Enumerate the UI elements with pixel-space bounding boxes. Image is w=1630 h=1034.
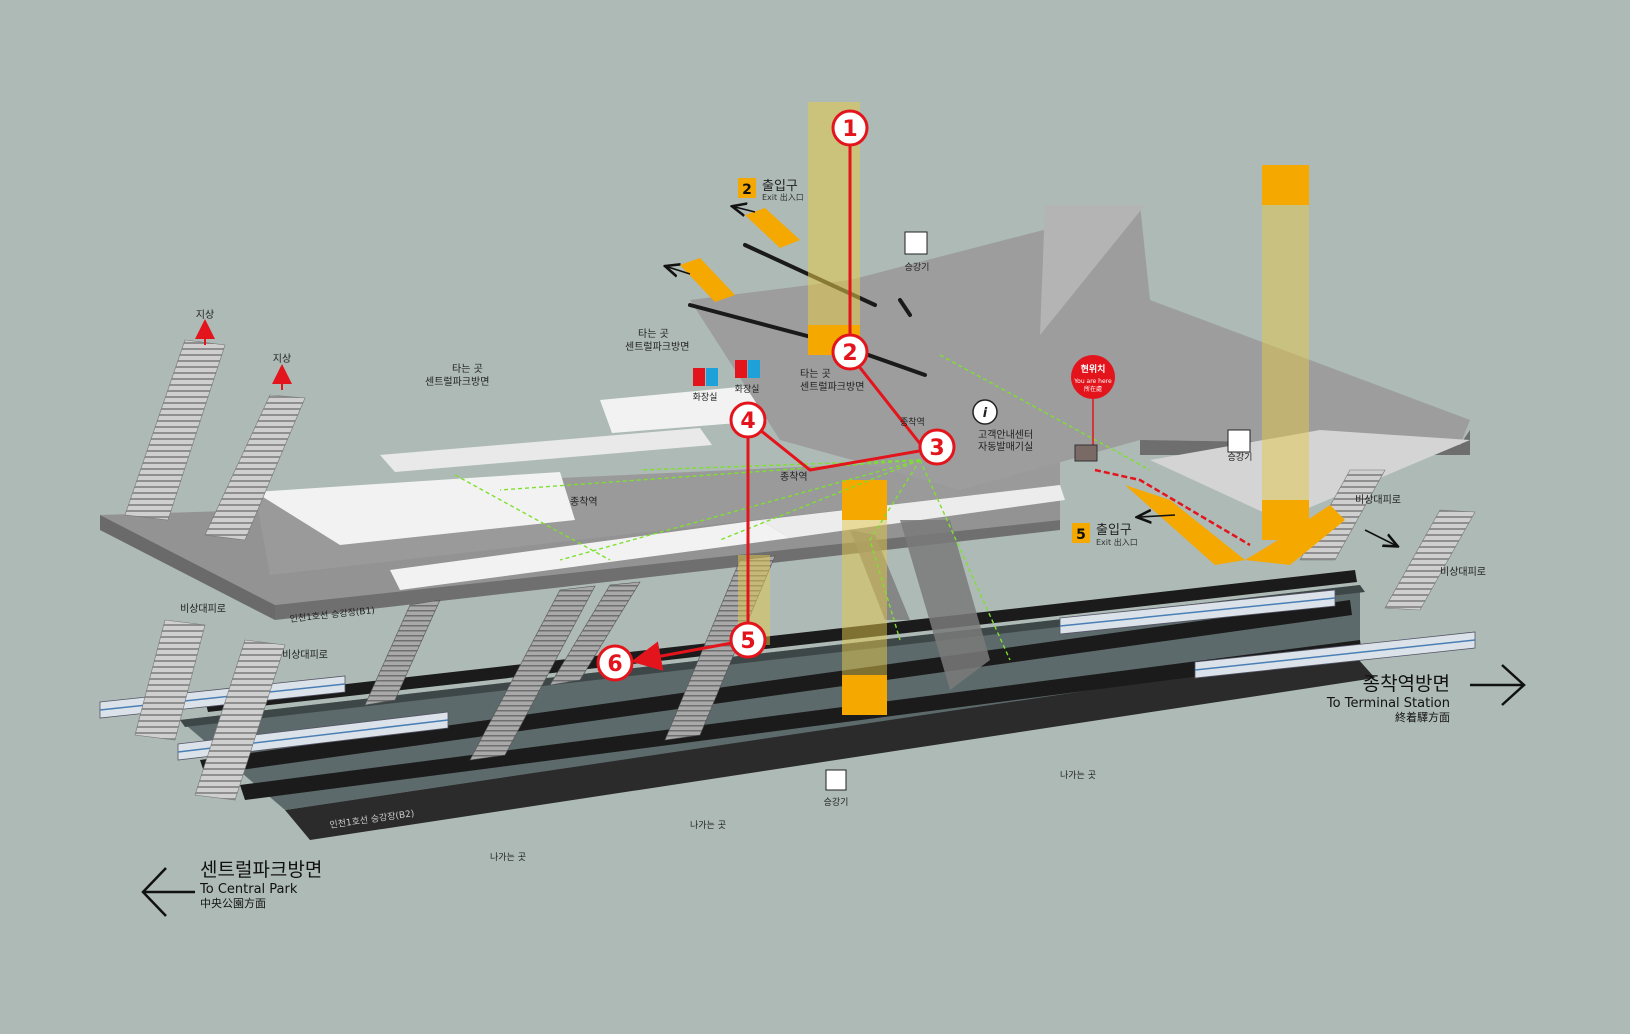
left-stairs — [124, 339, 306, 801]
svg-text:지상: 지상 — [196, 309, 214, 321]
train-right-upper — [1059, 589, 1336, 635]
svg-text:2: 2 — [742, 182, 752, 198]
svg-text:2: 2 — [842, 341, 857, 366]
svg-text:종착역: 종착역 — [780, 471, 808, 483]
svg-text:You are here: You are here — [1073, 378, 1112, 385]
svg-text:센트럴파크방면: 센트럴파크방면 — [200, 859, 322, 881]
toilet-signs: 화장실 화장실 — [693, 360, 760, 403]
svg-text:1: 1 — [842, 117, 857, 142]
green-paths — [454, 354, 1151, 661]
svg-text:Exit 出入口: Exit 出入口 — [762, 192, 804, 202]
svg-text:타는 곳: 타는 곳 — [638, 328, 669, 340]
elevator-shafts — [738, 102, 1309, 715]
route-step-2: 2 — [831, 333, 869, 371]
svg-text:비상대피로: 비상대피로 — [1355, 494, 1401, 506]
elevator-labels: 승강기 승강기 승강기 — [824, 231, 1253, 808]
svg-text:출입구: 출입구 — [762, 179, 798, 194]
route-step-1: 1 — [831, 109, 869, 147]
svg-text:종착역: 종착역 — [570, 496, 598, 508]
svg-text:中央公園方面: 中央公園方面 — [200, 896, 266, 910]
emergency-labels: 비상대피로 비상대피로 비상대피로 비상대피로 — [180, 494, 1486, 661]
direction-left: 센트럴파크방면 To Central Park 中央公園方面 — [141, 859, 322, 917]
svg-text:승강기: 승강기 — [824, 797, 849, 808]
route-markers: 1 2 3 4 5 6 — [596, 109, 956, 682]
way-out-labels: 나가는 곳 나가는 곳 나가는 곳 — [490, 770, 1096, 863]
svg-text:비상대피로: 비상대피로 — [180, 603, 226, 615]
svg-text:승강기: 승강기 — [1228, 452, 1253, 463]
route-step-3: 3 — [918, 428, 956, 466]
svg-text:5: 5 — [1076, 527, 1086, 543]
svg-text:화장실: 화장실 — [735, 384, 760, 395]
exit-2-sign: 2 출입구 Exit 出入口 — [668, 178, 804, 274]
svg-text:나가는 곳: 나가는 곳 — [490, 852, 526, 863]
svg-text:고객안내센터: 고객안내센터 — [978, 429, 1033, 441]
b1-concourse — [100, 385, 1065, 620]
route-step-6: 6 — [596, 644, 634, 682]
svg-text:출입구: 출입구 — [1096, 523, 1132, 538]
svg-text:타는 곳: 타는 곳 — [452, 363, 483, 375]
svg-text:타는 곳: 타는 곳 — [800, 368, 831, 380]
svg-text:나가는 곳: 나가는 곳 — [1060, 770, 1096, 781]
svg-text:센트럴파크방면: 센트럴파크방면 — [625, 340, 689, 353]
svg-text:종착역방면: 종착역방면 — [1363, 673, 1450, 695]
svg-text:화장실: 화장실 — [693, 392, 718, 403]
boarding-labels: 타는 곳 센트럴파크방면 타는 곳 센트럴파크방면 타는 곳 센트럴파크방면 종… — [425, 328, 925, 508]
svg-text:비상대피로: 비상대피로 — [1440, 566, 1486, 578]
info-center-label: i 고객안내센터 자동발매기실 — [972, 399, 1033, 453]
ground-labels: 지상 지상 — [195, 309, 292, 390]
svg-text:현위치: 현위치 — [1081, 363, 1106, 375]
svg-text:비상대피로: 비상대피로 — [282, 649, 328, 661]
you-are-here-marker: 현위치 You are here 所在處 — [1071, 355, 1115, 462]
svg-text:지상: 지상 — [273, 353, 291, 365]
svg-text:5: 5 — [740, 629, 755, 654]
svg-text:종착역: 종착역 — [900, 417, 925, 428]
svg-text:Exit 出入口: Exit 出入口 — [1096, 537, 1138, 547]
svg-text:센트럴파크방면: 센트럴파크방면 — [425, 375, 489, 388]
svg-text:나가는 곳: 나가는 곳 — [690, 820, 726, 831]
svg-text:i: i — [983, 406, 988, 421]
svg-text:승강기: 승강기 — [905, 262, 930, 273]
svg-text:센트럴파크방면: 센트럴파크방면 — [800, 380, 864, 393]
svg-text:終着驛方面: 終着驛方面 — [1395, 710, 1450, 724]
svg-text:3: 3 — [929, 436, 944, 461]
train-right-lower — [1194, 631, 1476, 679]
exit-5-sign: 5 출입구 Exit 出入口 — [1072, 515, 1395, 547]
svg-text:6: 6 — [607, 652, 622, 677]
svg-text:To Terminal Station: To Terminal Station — [1326, 696, 1450, 711]
svg-text:자동발매기실: 자동발매기실 — [978, 441, 1033, 453]
route-step-4: 4 — [729, 401, 767, 439]
svg-text:所在處: 所在處 — [1084, 385, 1102, 393]
route-step-5: 5 — [729, 621, 767, 659]
direction-right: 종착역방면 To Terminal Station 終着驛方面 — [1326, 664, 1526, 724]
svg-text:To Central Park: To Central Park — [199, 882, 298, 897]
svg-text:4: 4 — [740, 409, 755, 434]
